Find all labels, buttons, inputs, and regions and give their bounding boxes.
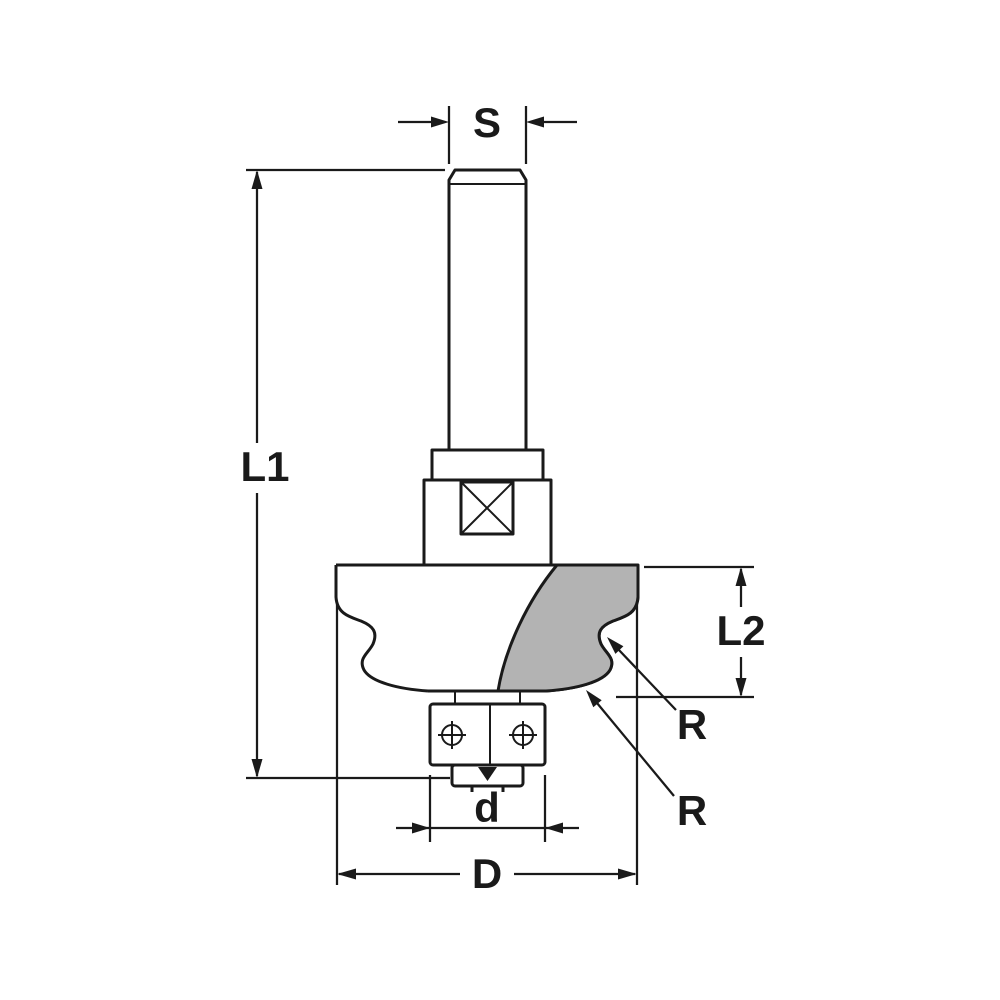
- screw-slot-mark: [478, 767, 497, 781]
- arrowhead: [735, 567, 747, 586]
- drive-square: [459, 480, 515, 536]
- leader-line: [596, 702, 675, 797]
- leader-line: [617, 648, 677, 711]
- label-bearing-diameter: d: [474, 784, 500, 831]
- radius-callout-lower: R: [586, 690, 707, 834]
- label-mask: [231, 443, 299, 493]
- arrowhead: [251, 759, 263, 778]
- arrowhead: [526, 116, 544, 128]
- radius-callout-upper: R: [607, 637, 707, 748]
- arrowhead: [431, 116, 449, 128]
- label-mask: [468, 792, 506, 825]
- label-overall-diameter: D: [472, 850, 502, 897]
- arrowhead: [337, 868, 356, 880]
- dimension-s: S: [398, 99, 577, 164]
- collar-upper: [430, 448, 545, 482]
- cutter-profile-left: [334, 565, 429, 693]
- label-cutting-length: L2: [716, 607, 765, 654]
- label-shank-diameter: S: [473, 99, 501, 146]
- arrowhead: [607, 637, 624, 654]
- arrowhead: [545, 822, 563, 834]
- label-overall-length: L1: [240, 443, 289, 490]
- arrowhead: [412, 822, 430, 834]
- shank: [447, 168, 528, 452]
- arrowhead: [735, 678, 747, 697]
- dimension-l1: L1: [231, 168, 450, 780]
- dimension-l2: L2: [616, 565, 775, 699]
- dimension-d-bearing: d: [396, 775, 579, 842]
- dimension-d-overall: D: [335, 603, 639, 897]
- arrowhead: [251, 170, 263, 189]
- arrowhead: [618, 868, 637, 880]
- label-mask: [707, 607, 775, 657]
- label-radius-lower: R: [677, 787, 707, 834]
- collar-lower: [422, 478, 553, 567]
- drive-cross-mark: [460, 481, 514, 535]
- label-mask: [460, 850, 514, 896]
- label-radius-upper: R: [677, 701, 707, 748]
- carbide-insert: [496, 563, 640, 693]
- arrowhead: [586, 690, 602, 708]
- tool-body: [334, 168, 640, 796]
